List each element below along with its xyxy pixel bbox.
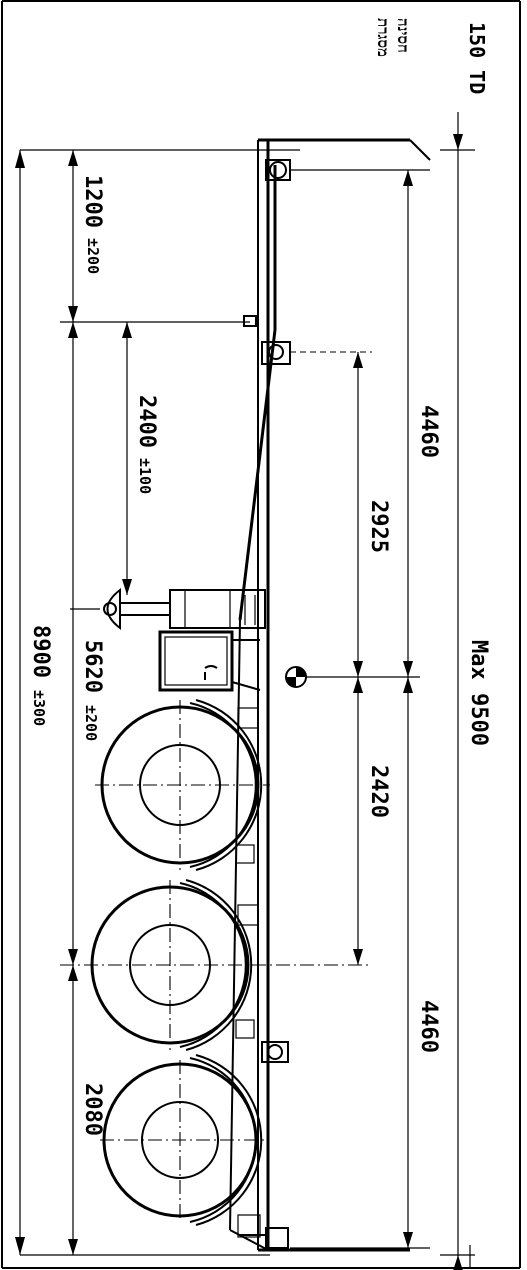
dimension-2080 bbox=[68, 965, 78, 1255]
center-of-gravity-symbol bbox=[285, 666, 420, 688]
dimension-4460-rear bbox=[290, 677, 430, 1249]
tol-label-8900: ±300 bbox=[30, 690, 48, 726]
dimension-max-9500 bbox=[440, 112, 475, 1270]
dimension-4460-front bbox=[403, 170, 413, 693]
axle-3 bbox=[100, 1054, 265, 1238]
tol-label-2400: ±100 bbox=[136, 458, 154, 494]
dimension-2400 bbox=[122, 322, 132, 595]
label-150-td: 150 TD bbox=[465, 22, 489, 94]
dim-label-2420: 2420 bbox=[366, 765, 391, 818]
dim-label-2925: 2925 bbox=[366, 500, 391, 553]
kingpin bbox=[243, 315, 372, 365]
dimension-2420 bbox=[353, 677, 363, 965]
rear-bumper bbox=[240, 1041, 289, 1249]
tool-box bbox=[158, 630, 261, 692]
dim-label-8900: 8900 bbox=[28, 625, 53, 678]
tol-label-5620: ±200 bbox=[82, 705, 100, 741]
front-coupling bbox=[265, 159, 430, 181]
dim-label-5620: 5620 bbox=[80, 640, 105, 693]
dim-label-2080: 2080 bbox=[80, 1083, 105, 1136]
tol-label-1200: ±200 bbox=[84, 238, 102, 274]
overall-length-dimension bbox=[15, 149, 300, 1256]
label-hebrew-line-2: מסגרת bbox=[374, 18, 392, 57]
trailer-frame bbox=[229, 138, 431, 1252]
landing-gear bbox=[70, 587, 266, 631]
axle-2 bbox=[60, 879, 370, 1051]
dim-label-4460-bottom: 4460 bbox=[416, 1000, 441, 1053]
dim-label-max-9500: Max 9500 bbox=[466, 640, 491, 746]
dimension-2925 bbox=[353, 352, 363, 677]
dim-label-1200: 1200 bbox=[80, 175, 105, 228]
label-hebrew-line-1: חסינה bbox=[394, 18, 412, 53]
dimension-5620 bbox=[68, 322, 78, 965]
dim-label-4460-top: 4460 bbox=[416, 405, 441, 458]
axle-1 bbox=[95, 699, 270, 871]
dim-label-2400: 2400 bbox=[134, 395, 159, 448]
